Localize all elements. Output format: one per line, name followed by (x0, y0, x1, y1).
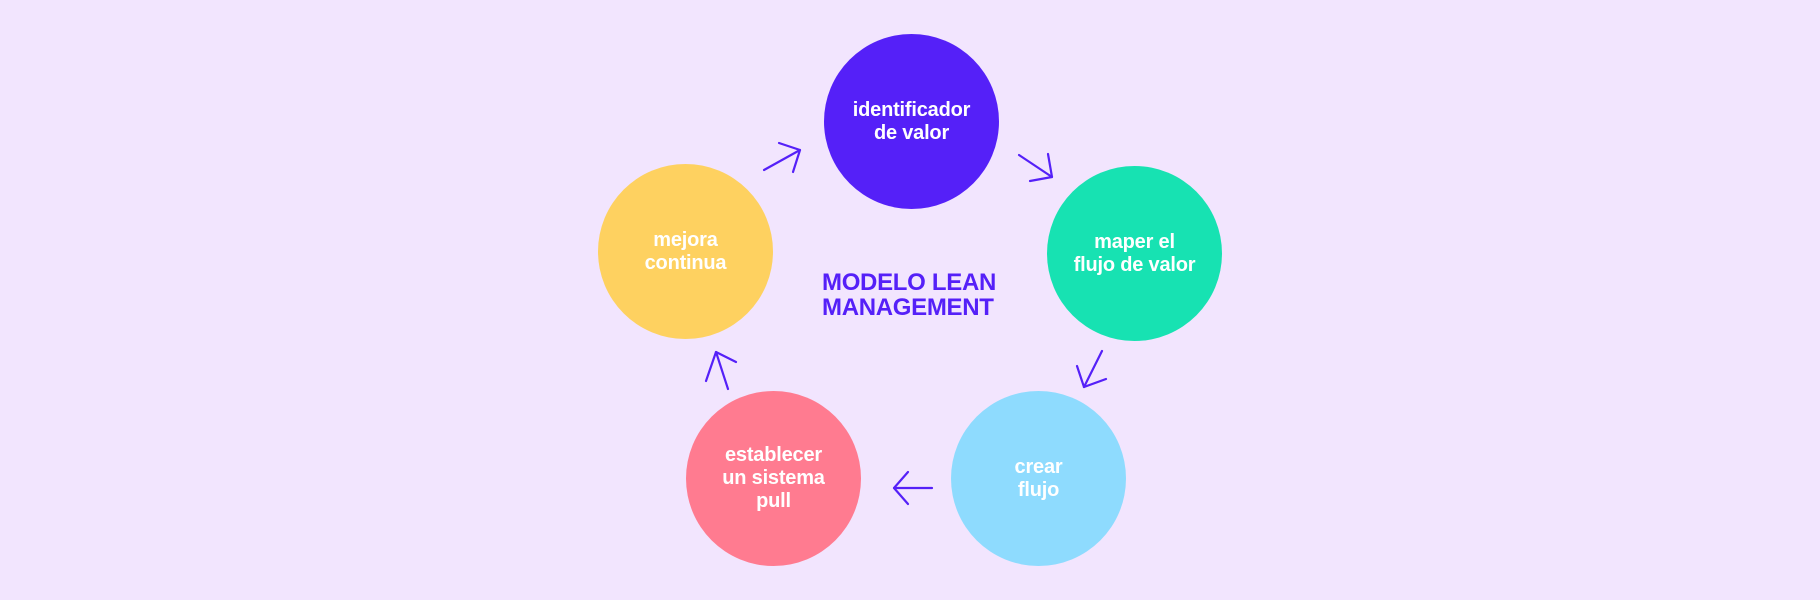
node-label: maper el flujo de valor (1073, 230, 1196, 276)
arrow-icon-crear-to-establecer (892, 470, 934, 506)
node-mejora-continua: mejora continua (598, 164, 773, 339)
node-crear-flujo: crear flujo (951, 391, 1126, 566)
node-identificador-de-valor: identificador de valor (824, 34, 999, 209)
node-label: identificador de valor (852, 98, 971, 144)
node-label: establecer un sistema pull (722, 444, 825, 512)
arrow-icon-establecer-to-mejora (704, 350, 738, 391)
node-maper-el-flujo-de-valor: maper el flujo de valor (1047, 166, 1222, 341)
arrow-icon-identificador-to-maper (1017, 152, 1054, 183)
node-label: mejora continua (644, 228, 727, 274)
node-establecer-un-sistema-pull: establecer un sistema pull (686, 391, 861, 566)
node-label: crear flujo (1014, 455, 1063, 501)
arrow-icon-maper-to-crear (1075, 349, 1108, 389)
diagram-title: MODELO LEAN MANAGEMENT (822, 269, 997, 321)
arrow-icon-mejora-to-identificador (762, 141, 802, 174)
